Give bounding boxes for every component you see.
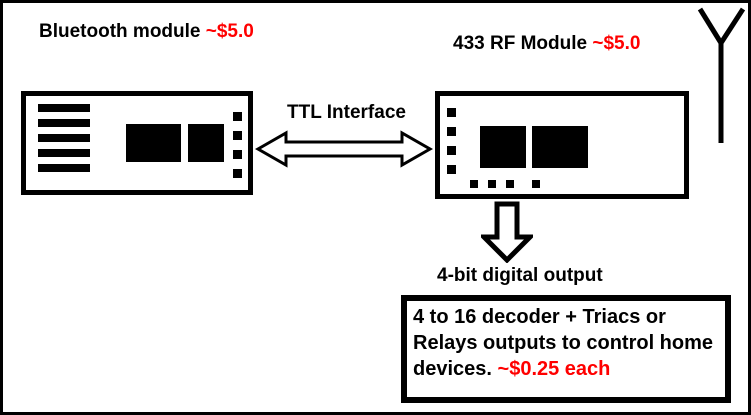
antenna-stripe (38, 104, 90, 112)
pin-square (488, 180, 496, 188)
antenna-stripe (38, 164, 90, 172)
pin-square (447, 108, 456, 117)
pin-square (532, 180, 540, 188)
rf-title-text: 433 RF Module (453, 33, 588, 54)
down-arrow (481, 201, 533, 263)
chip-block (126, 124, 181, 162)
pin-square (233, 169, 242, 178)
decoder-line-3: devices. ~$0.25 each (413, 356, 719, 382)
bluetooth-title: Bluetooth module ~$5.0 (39, 21, 254, 43)
antenna-icon (697, 7, 746, 143)
pin-square (233, 112, 242, 121)
rf-price: ~$5.0 (592, 33, 641, 54)
antenna-stripe (38, 134, 90, 142)
decoder-line-2: Relays outputs to control home (413, 332, 714, 354)
decoder-price: ~$0.25 each (497, 358, 611, 380)
pin-square (233, 150, 242, 159)
decoder-line-3-text: devices. (413, 358, 492, 380)
pin-square (447, 146, 456, 155)
pin-square (233, 131, 242, 140)
rf-module-graphic (435, 91, 689, 199)
pin-square (470, 180, 478, 188)
bluetooth-title-text: Bluetooth module (39, 21, 201, 42)
ttl-double-arrow (255, 130, 433, 168)
pin-square (506, 180, 514, 188)
chip-block (532, 126, 588, 168)
antenna-stripe (38, 149, 90, 157)
chip-block (480, 126, 526, 168)
rf-title: 433 RF Module ~$5.0 (453, 33, 640, 55)
bluetooth-module-graphic (21, 91, 253, 195)
pin-square (447, 165, 456, 174)
output-label: 4-bit digital output (437, 265, 603, 286)
pin-square (447, 127, 456, 136)
antenna-stripe (38, 119, 90, 127)
decoder-line-1: 4 to 16 decoder + Triacs or (413, 306, 666, 328)
chip-block (188, 124, 224, 162)
ttl-interface-label: TTL Interface (287, 102, 406, 123)
decoder-box: 4 to 16 decoder + Triacs or Relays outpu… (401, 295, 731, 403)
bluetooth-price: ~$5.0 (205, 21, 254, 42)
